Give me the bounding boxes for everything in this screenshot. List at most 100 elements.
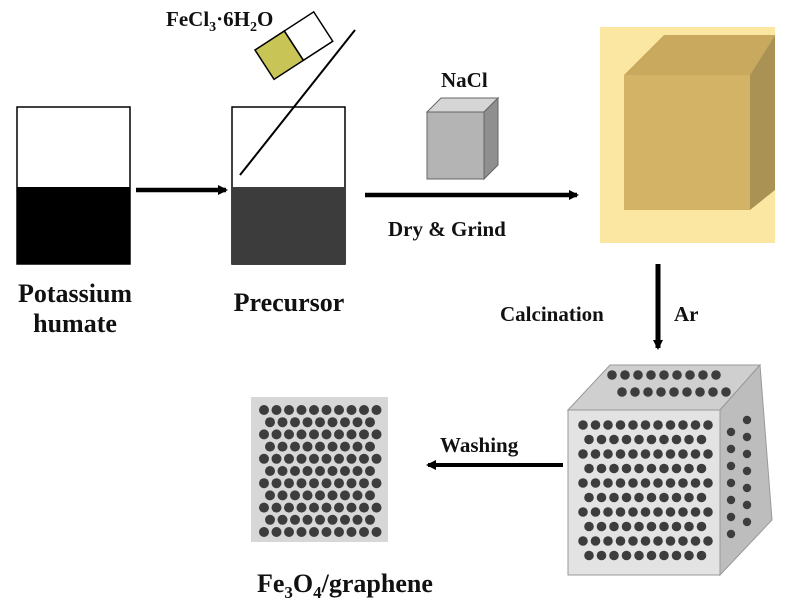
humate-solution (17, 187, 130, 264)
dot (617, 387, 627, 397)
porous-cube-icon (566, 363, 773, 577)
dot (621, 463, 632, 474)
dot (665, 449, 676, 459)
dot (277, 466, 288, 476)
dot (640, 536, 651, 546)
precursor-beaker-icon (231, 106, 346, 265)
dot (640, 507, 651, 517)
dot (302, 490, 313, 501)
dot (315, 417, 325, 428)
dot (634, 492, 644, 503)
dot (671, 550, 682, 561)
dot (340, 466, 350, 476)
dot (327, 441, 338, 452)
dot (630, 387, 640, 397)
dot (653, 478, 663, 488)
dot (742, 432, 752, 442)
dot (590, 449, 601, 459)
dot (340, 441, 350, 452)
dot (695, 387, 705, 397)
dot (265, 490, 275, 501)
dot (653, 420, 663, 430)
precursor-label: Precursor (234, 288, 345, 317)
dot (296, 429, 307, 440)
dot (615, 507, 626, 517)
dot (596, 521, 607, 532)
dot (271, 478, 282, 489)
dot (696, 550, 707, 561)
dot (578, 536, 588, 546)
dot (578, 449, 588, 459)
dot (321, 429, 332, 440)
dot (696, 463, 707, 474)
dot (271, 502, 282, 513)
dot (628, 478, 638, 488)
dot (265, 417, 275, 428)
dot (646, 521, 657, 532)
dot (359, 527, 369, 537)
dot (346, 453, 357, 464)
dot (346, 429, 357, 440)
dot (365, 417, 375, 428)
dot (590, 536, 601, 546)
dot (290, 441, 300, 452)
dot (708, 387, 718, 397)
dot (284, 429, 294, 440)
dot (621, 492, 632, 503)
dot (578, 478, 588, 488)
dot (646, 492, 657, 503)
product-label: Fe3O4/graphene (257, 569, 433, 602)
dot (659, 463, 669, 474)
dot (365, 441, 375, 452)
dot (690, 449, 701, 459)
dot (696, 521, 707, 532)
dot (315, 441, 325, 452)
calcination-label: Calcination (500, 302, 604, 326)
dot (609, 492, 619, 503)
dot (596, 550, 607, 561)
dot (371, 453, 382, 464)
dot (703, 478, 713, 488)
dot (277, 490, 288, 501)
dot (359, 453, 369, 464)
dot (684, 521, 694, 532)
dot (596, 492, 607, 503)
dot (584, 434, 594, 445)
dot (346, 527, 357, 537)
dot (290, 417, 300, 428)
dot (690, 478, 701, 488)
dot (271, 405, 282, 415)
dot (290, 490, 300, 501)
dot (703, 420, 713, 430)
dot (671, 492, 682, 503)
dot (259, 453, 269, 464)
dot (711, 370, 721, 380)
dot (615, 449, 626, 459)
dot (659, 492, 669, 503)
nanoparticle-dots (259, 405, 382, 537)
dot (690, 536, 701, 546)
dot (321, 502, 332, 513)
dot (352, 441, 363, 452)
washing-label: Washing (440, 433, 519, 457)
dot (621, 550, 632, 561)
dot (665, 536, 676, 546)
dot (628, 507, 638, 517)
dot (365, 514, 375, 525)
dot (669, 387, 679, 397)
dot (340, 514, 350, 525)
dot (352, 417, 363, 428)
dot (284, 502, 294, 513)
dot (678, 507, 688, 517)
dot (327, 466, 338, 476)
dot (690, 420, 701, 430)
dot (603, 536, 613, 546)
dot (726, 461, 736, 471)
dot (309, 453, 319, 464)
pore-dots (578, 370, 752, 561)
dot (359, 429, 369, 440)
argon-label: Ar (674, 302, 699, 326)
dot (742, 466, 752, 476)
dot (371, 502, 382, 513)
dot (371, 527, 382, 537)
